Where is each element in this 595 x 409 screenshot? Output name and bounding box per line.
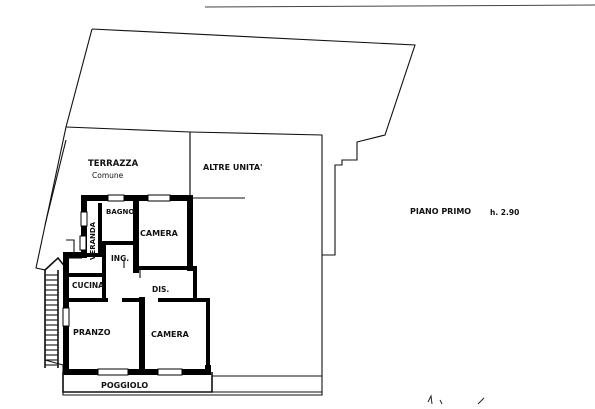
ceiling-height-label: h. 2.90 xyxy=(490,208,519,217)
label-terrazza: TERRAZZA xyxy=(88,159,139,169)
label-disimpegno: DIS. xyxy=(152,285,169,294)
label-camera-top: CAMERA xyxy=(140,229,179,238)
floor-level-label: PIANO PRIMO xyxy=(410,207,471,216)
staircase xyxy=(44,256,67,368)
label-veranda: VERANDA xyxy=(89,221,97,260)
altre-unita-boundary xyxy=(189,131,323,255)
label-pranzo: PRANZO xyxy=(73,328,111,337)
page-edge-line xyxy=(204,4,595,8)
label-terrazza-sub: Comune xyxy=(92,171,124,180)
label-cucina: CUCINA xyxy=(72,281,104,290)
lot-boundary xyxy=(35,28,416,396)
pen-mark-3 xyxy=(439,399,443,405)
windows xyxy=(62,194,183,376)
terrace-diagonal xyxy=(44,139,67,226)
pen-mark-1 xyxy=(427,394,433,405)
pen-mark-2 xyxy=(477,397,485,405)
label-bagno: BAGNO xyxy=(106,208,134,216)
veranda-landing xyxy=(66,239,75,255)
label-altre-unita: ALTRE UNITA' xyxy=(203,163,262,172)
label-ingresso: ING. xyxy=(111,254,129,263)
label-poggiolo: POGGIOLO xyxy=(101,381,148,390)
label-camera-bottom: CAMERA xyxy=(151,330,190,339)
poggiolo-outline xyxy=(62,372,322,393)
